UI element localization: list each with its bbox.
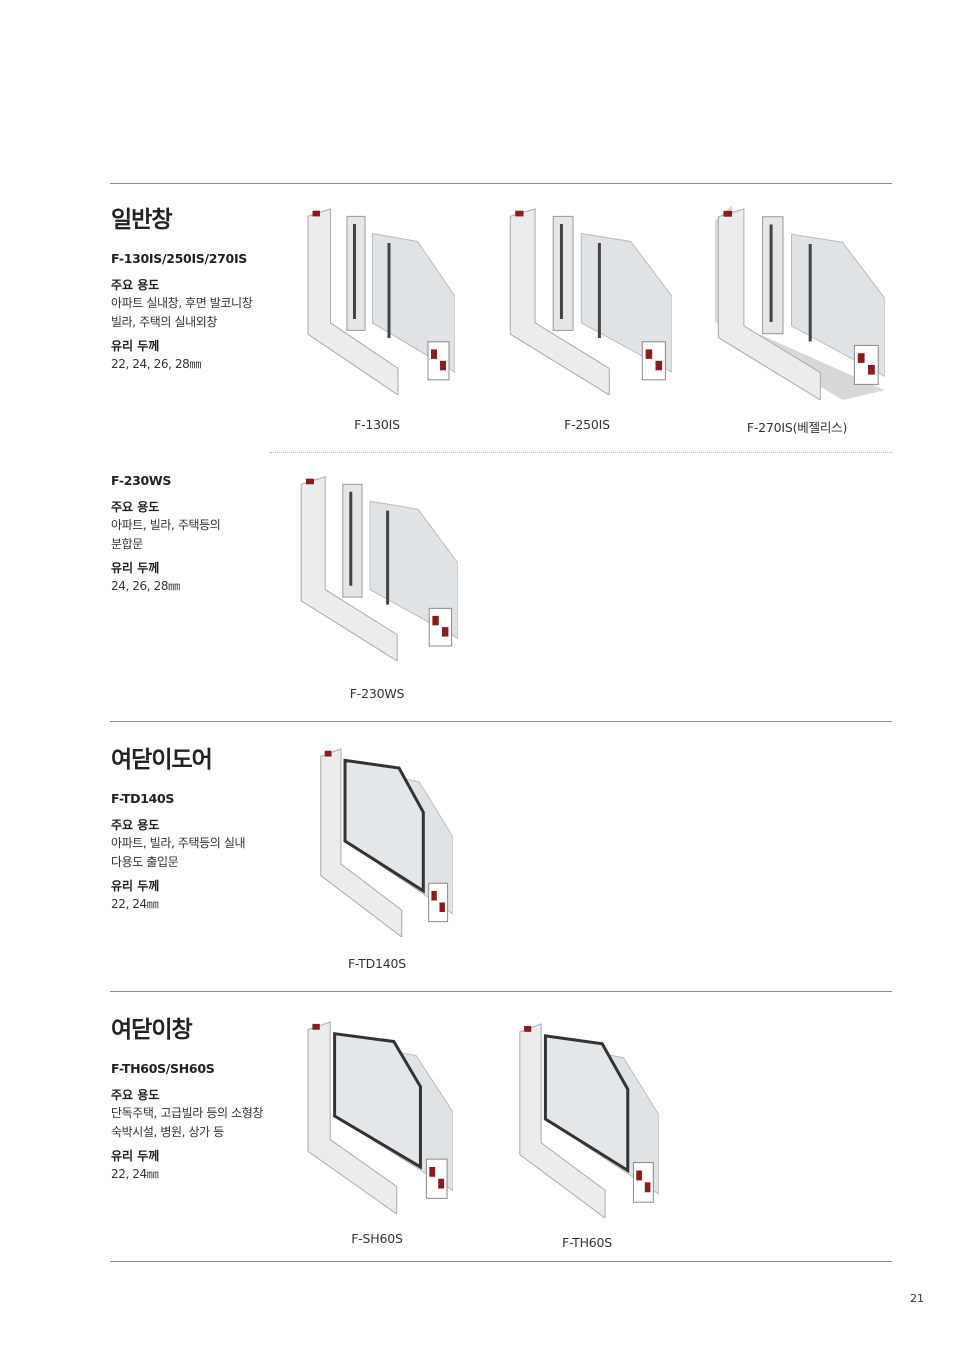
usage-label: 주요 용도 <box>111 1088 160 1102</box>
spec-block-casement: 여닫이창 F-TH60S/SH60S 주요 용도 단독주택, 고급빌라 등의 소… <box>111 1010 291 1184</box>
glass-label: 유리 두께 <box>111 879 160 893</box>
usage-line: 아파트, 빌라, 주택등의 실내 <box>111 836 246 850</box>
spec-block-sliding: 일반창 F-130IS/250IS/270IS 주요 용도 아파트 실내창, 후… <box>111 200 291 374</box>
product-caption: F-TH60S <box>561 1235 613 1250</box>
page-number: 21 <box>910 1292 924 1305</box>
glass-thickness: 22, 24㎜ <box>111 1167 159 1181</box>
f270is-profile-image <box>715 205 885 400</box>
ftd140s-profile-image <box>320 748 453 937</box>
fth60s-profile-image <box>519 1023 659 1218</box>
f230ws-profile-image <box>300 476 458 661</box>
usage-label: 주요 용도 <box>111 818 160 832</box>
glass-label: 유리 두께 <box>111 1149 160 1163</box>
glass-thickness: 22, 24㎜ <box>111 897 159 911</box>
section-title: 일반창 <box>111 207 172 233</box>
divider <box>110 721 892 722</box>
spec-block-door: 여닫이도어 F-TD140S 주요 용도 아파트, 빌라, 주택등의 실내 다용… <box>111 740 291 914</box>
glass-thickness: 22, 24, 26, 28㎜ <box>111 357 201 371</box>
usage-line: 단독주택, 고급빌라 등의 소형창 <box>111 1106 263 1120</box>
usage-line: 다용도 출입문 <box>111 854 179 869</box>
section-title: 여닫이창 <box>111 1017 193 1043</box>
dotted-divider <box>270 452 892 453</box>
f250is-profile-image <box>509 208 672 395</box>
model-code: F-TH60S/SH60S <box>111 1061 215 1076</box>
product-caption: F-SH60S <box>351 1231 403 1246</box>
f130is-profile-image <box>307 208 455 395</box>
product-caption: F-230WS <box>349 686 405 701</box>
product-caption: F-130IS <box>354 417 400 432</box>
divider <box>110 991 892 992</box>
fsh60s-profile-image <box>307 1021 453 1214</box>
divider <box>110 183 892 184</box>
section-title: 여닫이도어 <box>111 747 213 773</box>
model-code: F-130IS/250IS/270IS <box>111 251 248 266</box>
usage-line: 숙박시설, 병원, 상가 등 <box>111 1124 224 1139</box>
glass-thickness: 24, 26, 28㎜ <box>111 579 180 593</box>
usage-line: 아파트, 빌라, 주택등의 <box>111 518 221 532</box>
product-caption: F-TD140S <box>347 956 406 971</box>
model-code: F-230WS <box>111 473 172 488</box>
glass-label: 유리 두께 <box>111 339 160 353</box>
divider <box>110 1261 892 1262</box>
usage-line: 빌라, 주택의 실내외창 <box>111 314 218 329</box>
product-caption: F-250IS <box>564 417 610 432</box>
usage-label: 주요 용도 <box>111 278 160 292</box>
model-code: F-TD140S <box>111 791 175 806</box>
usage-label: 주요 용도 <box>111 500 160 514</box>
spec-block-230ws: F-230WS 주요 용도 아파트, 빌라, 주택등의 분합문 유리 두께 24… <box>111 473 291 596</box>
usage-line: 분합문 <box>111 536 143 551</box>
usage-line: 아파트 실내창, 후면 발코니창 <box>111 296 253 310</box>
product-caption: F-270IS(베젤리스) <box>746 420 848 435</box>
glass-label: 유리 두께 <box>111 561 160 575</box>
